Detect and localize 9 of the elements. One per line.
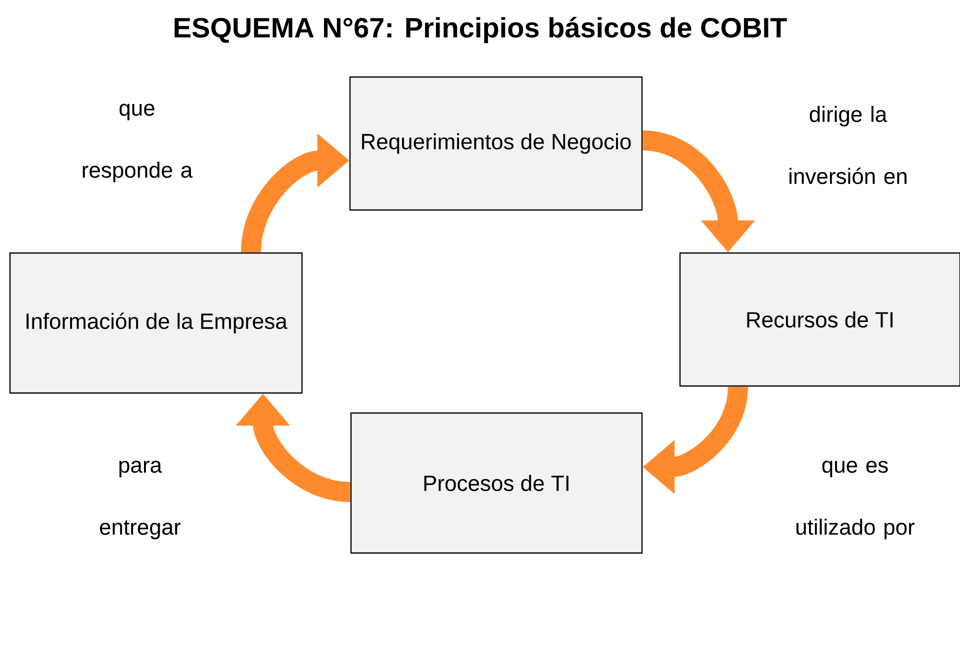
edge-label: que responde a [82, 104, 193, 182]
edge-label: para entregar [100, 460, 181, 540]
process-box: Requerimientos de Negocio [349, 76, 643, 211]
process-box: Información de la Empresa [9, 252, 303, 394]
process-box: Procesos de TI [350, 412, 643, 554]
edge-label: que es utilizado por [796, 460, 915, 540]
title: ESQUEMA N°67: Principios básicos de COBIT [174, 16, 787, 44]
process-box: Recursos de TI [679, 252, 960, 387]
edge-label: dirige la inversión en [790, 106, 906, 184]
